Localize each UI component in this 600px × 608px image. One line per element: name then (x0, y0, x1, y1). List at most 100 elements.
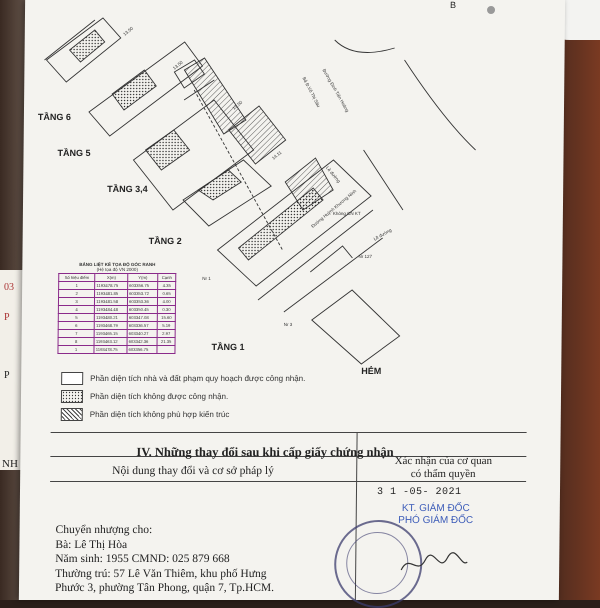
table-cell: 1193478.75 (94, 345, 128, 354)
table-cell: 1193468.79 (94, 321, 128, 330)
legend-item: Phần diện tích nhà và đất phạm quy hoạch… (61, 372, 305, 385)
legend-text: Phần diện tích không phù hợp kiến trúc (89, 410, 230, 419)
table-cell: 603356.75 (127, 281, 158, 290)
compass-label: B (450, 0, 457, 10)
floor-5-label: TẦNG 5 (57, 148, 91, 158)
changes-col-left-header: Nội dung thay đổi và cơ sở pháp lý (112, 465, 274, 477)
table-cell: 603342.36 (127, 337, 158, 346)
transfer-line: Phước 3, phường Tân Phong, quận 7, Tp.HC… (54, 582, 275, 594)
column-header: Y(m) (127, 273, 158, 282)
floor-2-label: TẦNG 2 (148, 236, 182, 246)
changes-title: IV. Những thay đổi sau khi cấp giấy chứn… (136, 445, 394, 459)
table-cell: 7 (58, 329, 95, 338)
hole-punch (486, 6, 496, 14)
legend-item: Phần diện tích không phù hợp kiến trúc (60, 408, 230, 421)
table-cell: 603350.45 (127, 305, 158, 314)
legend-swatch (61, 372, 84, 385)
header-line: Xác nhận của cơ quan (394, 455, 493, 467)
svg-text:14.11: 14.11 (271, 150, 283, 161)
changes-col-right-header: Xác nhận của cơ quan có thẩm quyền (368, 455, 518, 481)
side-fragment: 03 (4, 282, 14, 293)
column-header: Số hiệu điểm (58, 273, 96, 282)
svg-text:Bả Đ.Võ Thị Sáu: Bả Đ.Võ Thị Sáu (301, 76, 321, 108)
table-cell: 1 (58, 281, 95, 290)
legend-swatch (60, 408, 83, 421)
transfer-line: Bà: Lê Thị Hòa (55, 538, 128, 551)
approval-date: 3 1 -05- 2021 (376, 487, 462, 498)
divider (50, 481, 527, 482)
table-cell: 1193463.12 (94, 337, 128, 346)
transfer-line: Năm sinh: 1955 CMND: 025 879 668 (55, 553, 230, 565)
table-cell: 1193481.85 (94, 289, 128, 298)
signature (400, 552, 468, 571)
legend-swatch (60, 390, 84, 403)
transfer-line: Chuyển nhượng cho: (55, 524, 153, 536)
table-cell: 6 (58, 321, 95, 330)
table-cell: 5 (58, 313, 95, 322)
neighbor-label: Nr 127 (358, 254, 372, 259)
floor-1-label: TẦNG 1 (211, 342, 245, 352)
stamp-line: KT. GIÁM ĐỐC (401, 503, 470, 514)
table-cell: 1193478.75 (94, 281, 128, 290)
side-fragment: NH (2, 458, 18, 470)
svg-text:Không CN KT: Không CN KT (333, 211, 361, 216)
column-header: X(m) (94, 273, 128, 282)
floor-34-label: TẦNG 3,4 (107, 184, 148, 194)
floor-plan-drawing: Đường Đinh Tiên Hoàng Bả Đ.Võ Thị Sáu Đư… (44, 17, 476, 365)
floor-6-outline (45, 17, 122, 83)
table-cell: 2 (58, 289, 95, 298)
table-cell: 603347.08 (127, 313, 158, 322)
table-cell: 4.35 (157, 281, 176, 290)
floor-6-label: TẦNG 6 (37, 112, 71, 122)
header-line: có thẩm quyền (410, 468, 476, 480)
column-header: Cạnh (157, 273, 176, 282)
legend-text: Phần diện tích không được công nhận. (89, 392, 229, 401)
transfer-line: Thường trú: 57 Lê Văn Thiêm, khu phố Hưn… (55, 567, 267, 580)
coordinate-table: BẢNG LIỆT KÊ TỌA ĐỘ GÓC RANH (Hệ tọa độ … (57, 262, 176, 354)
side-fragment: P (4, 312, 10, 323)
hem-label: HẺM (361, 366, 382, 376)
table-cell: 21.35 (157, 337, 176, 346)
table-cell: 603353.36 (127, 297, 158, 306)
coord-table-subtitle: (Hệ tọa độ VN 2000) (96, 267, 138, 272)
legend-text: Phần diện tích nhà và đất phạm quy hoạch… (90, 374, 306, 383)
svg-text:13.50: 13.50 (172, 59, 184, 70)
table-cell: 1193465.15 (94, 329, 128, 338)
neighbor-label: Nr 3 (283, 322, 293, 327)
table-cell: 4.00 (157, 297, 176, 306)
side-fragment: P (4, 370, 10, 381)
table-cell: 603353.72 (127, 289, 158, 298)
table-cell: 0.65 (157, 289, 176, 298)
stamp-title: KT. GIÁM ĐỐC PHÓ GIÁM ĐỐC (386, 503, 486, 527)
table-cell: 0.30 (157, 305, 176, 314)
table-cell: 1193481.58 (94, 297, 128, 306)
table-cell: 1 (57, 345, 95, 354)
table-cell: 8 (58, 337, 95, 346)
table-cell: 603336.57 (127, 321, 158, 330)
neighbor-label: Nr 1 (202, 276, 211, 281)
table-cell: 1193480.21 (94, 313, 128, 322)
table-header: Số hiệu điểm X(m) Y(m) Cạnh (58, 273, 176, 282)
table-cell: 3 (58, 297, 95, 306)
table-cell: 5.19 (157, 321, 176, 330)
legend-item: Phần diện tích không được công nhận. (60, 390, 229, 403)
svg-text:13.50: 13.50 (122, 25, 134, 36)
table-cell (157, 345, 176, 354)
table-cell: 15.60 (157, 313, 176, 322)
transfer-details: Chuyển nhượng cho: Bà: Lê Thị Hòa Năm si… (55, 523, 275, 596)
table-cell: 2.97 (157, 329, 176, 338)
certificate-page: Đường Đinh Tiên Hoàng Bả Đ.Võ Thị Sáu Đư… (18, 0, 566, 608)
table-cell: 603340.27 (127, 329, 158, 338)
table-cell: 4 (58, 305, 95, 314)
table-cell: 1193484.48 (94, 305, 128, 314)
table-cell: 603356.75 (126, 345, 158, 354)
